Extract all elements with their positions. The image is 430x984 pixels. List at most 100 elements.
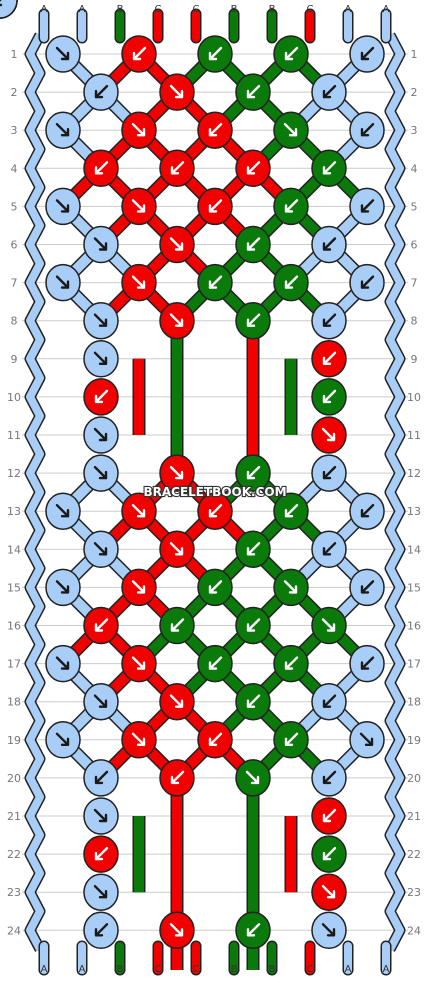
strand-label-top: B	[231, 4, 238, 15]
arrow-down-left-icon	[208, 580, 223, 594]
arrow-down-right-icon	[55, 275, 70, 289]
arrow-down-left-icon	[360, 122, 375, 137]
knot	[311, 301, 347, 340]
arrow-down-left-icon	[284, 656, 299, 670]
row-number-left: 22	[7, 848, 21, 861]
knot	[235, 530, 271, 569]
knot	[311, 378, 347, 416]
knot	[235, 911, 271, 950]
arrow-down-left-icon	[360, 656, 375, 670]
knot	[121, 644, 157, 683]
arrow-down-right-icon	[169, 465, 184, 480]
strand-label-bottom: A	[79, 964, 86, 975]
knot	[311, 759, 347, 797]
arrow-down-right-icon	[55, 504, 70, 518]
row-number-right: 16	[407, 620, 421, 633]
knot	[83, 378, 119, 416]
arrow-down-left-icon	[246, 237, 261, 251]
knot	[311, 873, 347, 911]
knot	[45, 187, 81, 226]
knot	[235, 301, 271, 340]
row-number-left: 1	[11, 48, 18, 61]
row-number-right: 21	[407, 810, 421, 823]
row-number-left: 18	[7, 696, 21, 709]
watermark-text: BRACELETBOOK.COM	[143, 485, 286, 499]
row-number-left: 14	[7, 543, 21, 556]
row-number-right: 5	[411, 200, 418, 213]
arrow-down-left-icon	[246, 923, 261, 937]
arrow-down-left-icon	[322, 808, 337, 823]
arrow-down-left-icon	[246, 465, 261, 480]
arrow-down-left-icon	[170, 618, 185, 632]
strand-label-bottom: B	[231, 964, 238, 975]
knot	[159, 301, 195, 340]
knot	[311, 911, 347, 950]
arrow-down-left-icon	[360, 46, 375, 61]
knot	[197, 492, 233, 530]
knot	[235, 454, 271, 492]
knot	[83, 416, 119, 454]
arrow-down-right-icon	[55, 46, 70, 61]
row-number-left: 12	[7, 467, 21, 480]
arrow-down-left-icon	[322, 770, 337, 785]
knot	[159, 149, 195, 188]
knot	[83, 606, 119, 645]
knots	[0, 0, 385, 950]
knot	[45, 492, 81, 530]
row-number-left: 23	[7, 886, 21, 899]
knot	[197, 187, 233, 226]
knot	[121, 187, 157, 226]
knot	[83, 340, 119, 378]
strand-label-bottom: A	[41, 964, 48, 975]
knot	[45, 644, 81, 683]
row-number-left: 17	[7, 658, 21, 671]
knot	[0, 0, 18, 19]
arrow-down-left-icon	[208, 732, 223, 746]
knot	[45, 111, 81, 149]
arrow-down-left-icon	[322, 694, 337, 708]
knot	[83, 149, 119, 188]
row-number-right: 6	[411, 239, 418, 252]
strand-label-bottom: C	[307, 964, 314, 975]
row-number-left: 3	[11, 124, 18, 137]
arrow-down-left-icon	[246, 542, 261, 556]
knot	[121, 263, 157, 302]
knot	[311, 454, 347, 492]
knot	[159, 911, 195, 950]
knot	[349, 721, 385, 759]
arrow-down-right-icon	[93, 465, 108, 480]
knot	[83, 454, 119, 492]
arrow-down-right-icon	[131, 580, 146, 594]
knot	[45, 721, 81, 759]
row-number-left: 10	[7, 391, 21, 404]
arrow-down-left-icon	[94, 770, 109, 785]
arrow-down-left-icon	[284, 732, 299, 746]
row-number-right: 15	[407, 581, 421, 594]
knot	[197, 263, 233, 302]
arrow-down-left-icon	[284, 199, 299, 213]
strand-label-top: B	[269, 4, 276, 15]
knot	[235, 149, 271, 188]
knot	[311, 682, 347, 721]
row-number-left: 11	[7, 429, 21, 442]
arrow-down-left-icon	[94, 389, 109, 404]
arrow-down-left-icon	[322, 84, 337, 99]
knot	[235, 73, 271, 111]
arrow-down-right-icon	[321, 923, 336, 937]
arrow-down-left-icon	[208, 504, 223, 518]
row-number-left: 15	[7, 581, 21, 594]
arrow-down-right-icon	[169, 84, 184, 99]
knot	[349, 568, 385, 607]
strand-label-bottom: C	[193, 964, 200, 975]
knot	[121, 111, 157, 149]
knot	[121, 721, 157, 759]
arrow-down-right-icon	[283, 122, 298, 137]
arrow-down-left-icon	[94, 84, 109, 99]
strand-label-bottom: B	[269, 964, 276, 975]
knot	[273, 35, 309, 73]
row-number-left: 24	[7, 924, 21, 937]
row-number-right: 22	[407, 848, 421, 861]
row-number-right: 10	[407, 391, 421, 404]
knot	[121, 35, 157, 73]
